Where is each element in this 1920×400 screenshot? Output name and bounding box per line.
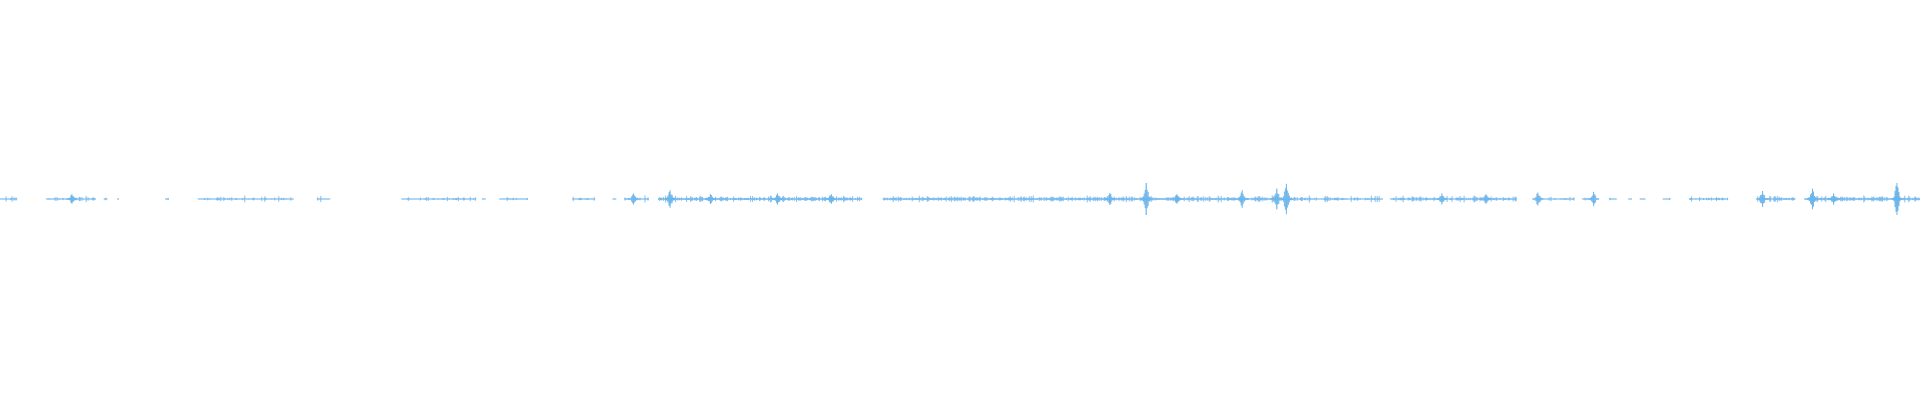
waveform-segment [117, 198, 119, 200]
waveform-segment [316, 198, 331, 200]
waveform-segment [1582, 198, 1594, 200]
waveform-segment [0, 198, 18, 200]
waveform-segment [197, 198, 294, 200]
waveform-segment [481, 198, 486, 200]
waveform-segment [1609, 198, 1617, 200]
waveform-lines [0, 183, 1920, 215]
waveform-segment [1662, 198, 1671, 200]
waveform-segment [1639, 198, 1646, 200]
waveform-segment [612, 198, 617, 200]
waveform-segment [165, 198, 169, 200]
waveform-segment [1390, 198, 1517, 200]
waveform-segment [572, 198, 596, 200]
waveform-segment [1628, 198, 1632, 200]
